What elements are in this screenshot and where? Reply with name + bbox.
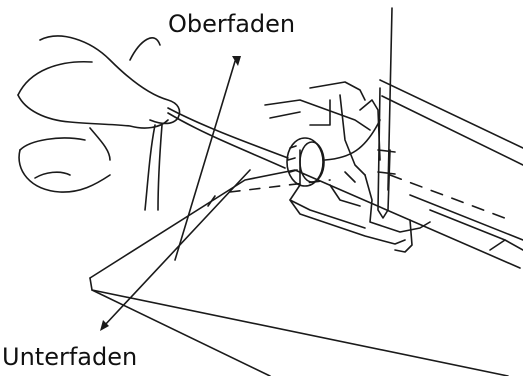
threads bbox=[145, 108, 380, 210]
upper-thread-arrow bbox=[175, 58, 236, 260]
upper-thread-label: Oberfaden bbox=[168, 12, 295, 36]
needle bbox=[378, 8, 395, 218]
lower-thread-arrow bbox=[104, 170, 250, 326]
hand bbox=[18, 36, 180, 192]
presser-foot-screw bbox=[287, 138, 324, 186]
callout-arrows bbox=[100, 56, 250, 331]
lower-thread-label: Unterfaden bbox=[2, 345, 137, 369]
